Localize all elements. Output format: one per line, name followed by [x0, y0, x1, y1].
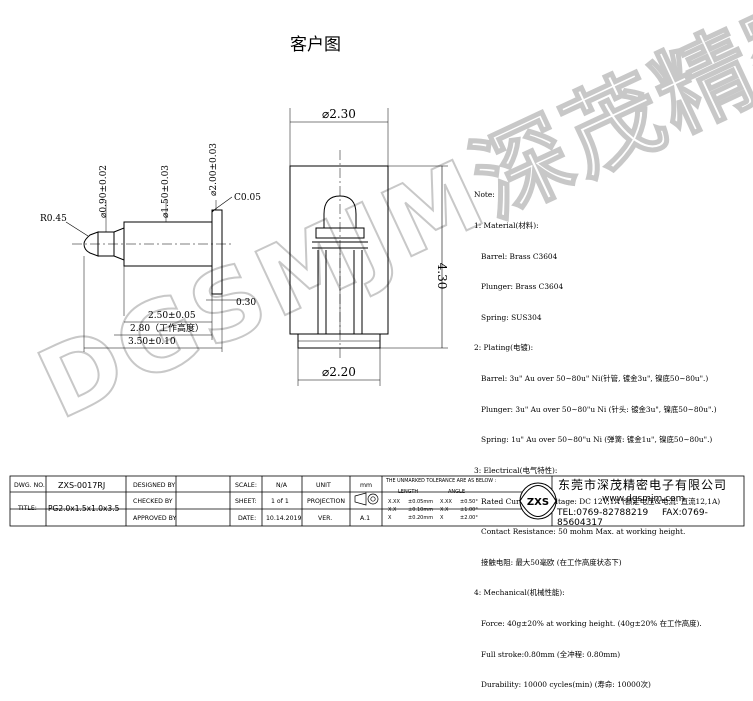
dim-working-height: 2.80（工作高度） — [130, 322, 204, 334]
title-label: TITLE: — [18, 504, 37, 512]
length-label: LENGTH — [398, 488, 419, 495]
angle-label: ANGLE — [448, 488, 465, 495]
note-line: 1: Material(材料): — [474, 221, 539, 231]
company-tel: TEL:0769-82788219 — [557, 508, 649, 518]
plunger-tip — [83, 231, 99, 257]
dim-tip-radius: R0.45 — [40, 214, 67, 224]
page-title: 客户图 — [290, 35, 341, 55]
tolerance-table: X.XX ±0.05mm X.XX ±0.50° X.X ±0.10mm X.X… — [388, 498, 478, 522]
date-value: 10.14.2019 — [266, 514, 302, 522]
chamfer-line — [211, 209, 215, 213]
dim-top-dia: ⌀2.30 — [322, 107, 356, 121]
scale-value: N/A — [276, 481, 287, 489]
designed-by-label: DESIGNED BY — [133, 481, 176, 489]
note-line: Spring: SUS304 — [474, 312, 542, 322]
company-website: www.dgsmjm.com — [602, 494, 685, 504]
title-value: PG2.0x1.5x1.0x3.5 — [48, 503, 120, 513]
note-line: Durability: 10000 cycles(min) (寿命: 10000… — [474, 680, 651, 690]
dim-total-len: 3.50±0.10 — [128, 337, 176, 347]
dim-chamfer: C0.05 — [234, 193, 261, 203]
dim-barrel-len: 2.50±0.05 — [148, 311, 196, 321]
note-line: 4: Mechanical(机械性能): — [474, 588, 565, 598]
note-line: Plunger: Brass C3604 — [474, 282, 564, 292]
tolerance-row: X.X ±0.10mm X.X ±1.00° — [388, 507, 478, 513]
dim-flange-thickness: 0.30 — [236, 298, 256, 308]
projection-label: PROJECTION — [307, 497, 346, 505]
checked-by-label: CHECKED BY — [133, 497, 173, 505]
company-fax: FAX:0769-85604317 — [557, 508, 708, 528]
title-block: ZXS — [9, 475, 745, 527]
ver-value: A.1 — [360, 514, 371, 522]
logo-text: ZXS — [527, 497, 549, 508]
dwg-no-label: DWG. NO. — [14, 481, 45, 489]
sheet-label: SHEET: — [235, 497, 257, 505]
date-label: DATE: — [238, 514, 257, 522]
unit-value: mm — [360, 481, 373, 489]
dim-mid-dia: ⌀1.50±0.03 — [161, 165, 171, 218]
note-line: 2: Plating(电镀): — [474, 343, 534, 353]
note-line: Plunger: 3u" Au over 50~80"u Ni (针头: 镀金3… — [474, 404, 717, 414]
note-line: Barrel: Brass C3604 — [474, 251, 558, 261]
projection-symbol-icon — [354, 492, 379, 506]
tolerance-row: X.XX ±0.05mm X.XX ±0.50° — [388, 499, 478, 505]
note-line: Spring: 1u" Au over 50~80"u Ni (弹簧: 镀金1u… — [474, 435, 713, 445]
tolerance-header: THE UNMARKED TOLERANCE ARE AS BELOW : — [386, 478, 497, 484]
note-line: Note: — [474, 190, 495, 200]
note-line: 接触电阻: 最大50毫欧 (在工作高度状态下) — [474, 557, 622, 567]
dwg-no: ZXS-0017RJ — [58, 480, 106, 490]
company-contacts: TEL:0769-82788219 FAX:0769-85604317 — [557, 508, 753, 528]
ver-label: VER. — [318, 514, 333, 522]
approved-by-label: APPROVED BY — [133, 514, 177, 522]
scale-label: SCALE: — [235, 481, 257, 489]
dim-bottom-dia: ⌀2.20 — [322, 365, 356, 379]
dim-height: 4.30 — [435, 263, 449, 290]
watermark: DGSMJM深茂精密 — [21, 0, 753, 442]
note-line: Force: 40g±20% at working height. (40g±2… — [474, 618, 702, 628]
unit-label: UNIT — [316, 481, 331, 489]
dim-head-dia: ⌀2.00±0.03 — [209, 143, 219, 196]
note-line: Full stroke:0.80mm (全冲程: 0.80mm) — [474, 649, 621, 659]
side-view-drawing: R0.45 ⌀0.90±0.02 ⌀1.50±0.03 ⌀2.00±0.03 C… — [40, 143, 261, 352]
dim-tip-dia: ⌀0.90±0.02 — [99, 165, 109, 218]
note-line: 3: Electrical(电气特性): — [474, 465, 558, 475]
company-logo-icon: ZXS — [519, 482, 557, 520]
flange — [211, 209, 223, 295]
company-name: 东莞市深茂精密电子有限公司 — [558, 478, 728, 492]
note-line: Barrel: 3u" Au over 50~80u" Ni(针管, 镀金3u"… — [474, 374, 709, 384]
tolerance-row: X ±0.20mm X ±2.00° — [388, 515, 478, 521]
front-view-drawing: ⌀2.30 ⌀2.20 4.30 — [289, 107, 449, 386]
sheet-value: 1 of 1 — [271, 497, 289, 505]
